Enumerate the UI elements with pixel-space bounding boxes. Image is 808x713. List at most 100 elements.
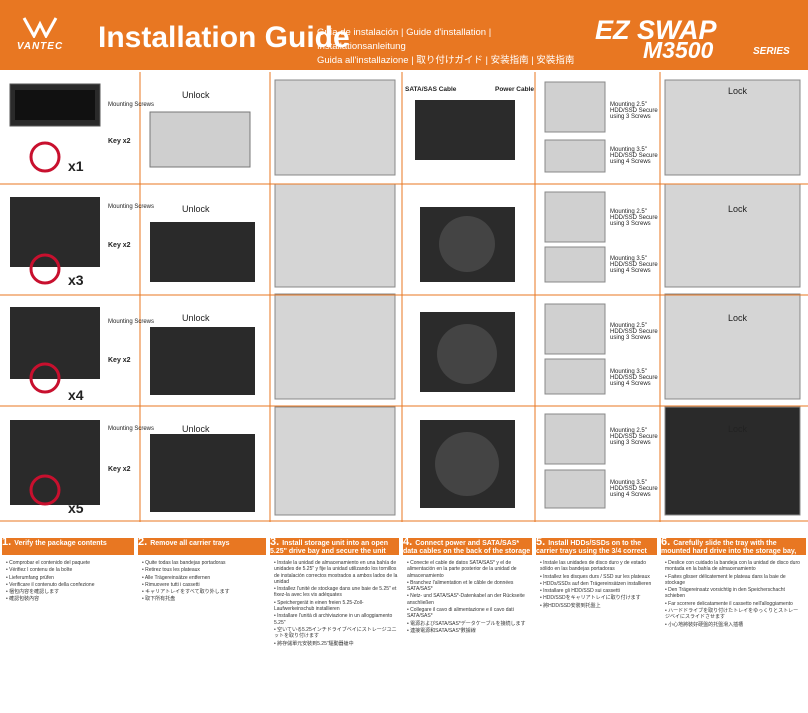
- step-line: • Instale la unidad de almacenamiento en…: [274, 560, 398, 585]
- screws-label: Mounting Screws: [108, 426, 155, 432]
- lang-title: Guía de instalación: [317, 27, 399, 38]
- step-line: • Collegare il cavo di alimentazione e i…: [407, 607, 514, 620]
- step-line: • Installare l'unità di archiviazione in…: [274, 613, 393, 626]
- step-line: • ハードドライブを取り付けたトレイをゆっくりとストレージベイにスライドさせます: [665, 608, 799, 621]
- step-title: Install HDDs/SSDs on to the carrier tray…: [536, 540, 647, 555]
- cable-illustrations: [29, 141, 61, 506]
- step-body: • Instale las unidades de disco duro y d…: [540, 560, 657, 610]
- step-line: • Alle Trägereinsätze entfernen: [142, 574, 211, 581]
- language-titles: Guía de instalación | Guide d'installati…: [317, 27, 575, 66]
- tray-image: [150, 327, 255, 395]
- step-header: 6.Carefully slide the tray with the moun…: [661, 538, 806, 555]
- screws-label: Mounting Screws: [108, 204, 155, 210]
- step-number: 5.: [536, 538, 546, 548]
- step-line: • Quite todas las bandejas portadoras: [142, 560, 226, 566]
- power-cable-label: Power Cable: [495, 86, 535, 93]
- step-line: • 取下所有托盘: [142, 596, 176, 603]
- step-number: 2.: [138, 538, 148, 548]
- step-number: 6.: [661, 538, 671, 548]
- step-line: • Installez l'unité de stockage dans une…: [274, 586, 397, 599]
- fan-image: [439, 216, 495, 272]
- step-line: • Retirez tous les plateaux: [142, 567, 200, 574]
- step-body: • Instale la unidad de almacenamiento en…: [274, 560, 399, 648]
- case-image-final: [664, 79, 801, 176]
- step-number: 4.: [403, 538, 413, 548]
- key-label: Key x2: [108, 242, 131, 249]
- case-image-final: [664, 406, 801, 516]
- mount35-label: Mounting 3.5" HDD/SSD Secure using 4 Scr…: [610, 369, 658, 387]
- screws-label: Mounting Screws: [108, 102, 155, 108]
- fan-image: [435, 432, 499, 496]
- illustration-grid: x1 Mounting Screws Key x2 Unlock SATA/SA…: [0, 72, 808, 522]
- row-3: x3 Mounting Screws Key x2 Unlock Mountin…: [0, 184, 808, 292]
- step-header: 2.Remove all carrier trays: [138, 538, 266, 555]
- step-line: • 確認包裝內容: [6, 596, 40, 603]
- mount25-label: Mounting 2.5" HDD/SSD Secure using 3 Scr…: [610, 323, 658, 341]
- step-title: Remove all carrier trays: [150, 540, 230, 547]
- page-title: Installation Guide: [98, 21, 350, 54]
- carrier-tray-35: [544, 246, 606, 283]
- step-line: • 梱包内容を確認します: [6, 589, 60, 596]
- fan-image: [437, 324, 497, 384]
- back-panel-image: [415, 100, 515, 160]
- step-header: 3.Install storage unit into an open 5.25…: [270, 538, 399, 555]
- tray-image: [150, 222, 255, 282]
- step-line: • Conecte el cable de datos SATA/SAS* y …: [407, 560, 517, 579]
- count-label: x4: [68, 387, 84, 403]
- step-number: 1.: [2, 538, 12, 548]
- mount35-label: Mounting 3.5" HDD/SSD Secure using 4 Scr…: [610, 480, 658, 498]
- step-line: • Faites glisser délicatement le plateau…: [665, 573, 786, 586]
- lang-title: 取り付けガイド: [416, 55, 483, 66]
- carrier-tray-35: [544, 139, 606, 173]
- step-line: • 連接電源和SATA/SAS*數據線: [407, 627, 476, 634]
- step-line: • Rimuovere tutti i cassetti: [142, 581, 200, 588]
- carrier-tray-25: [544, 303, 606, 355]
- lang-title: 安装指南: [490, 55, 529, 66]
- step-number: 3.: [270, 538, 280, 548]
- mount25-label: Mounting 2.5" HDD/SSD Secure using 3 Scr…: [610, 102, 658, 120]
- case-image-final: [664, 293, 801, 400]
- step-line: • Lieferumfang prüfen: [6, 574, 54, 581]
- lang-title: Guida all'installazione: [317, 55, 409, 66]
- step-header: 1.Verify the package contents: [2, 538, 134, 555]
- unlock-label: Unlock: [182, 313, 210, 323]
- carrier-tray-25: [544, 81, 606, 133]
- key-label: Key x2: [108, 357, 131, 364]
- step-line: • Vérifiez l contenu de la boîte: [6, 567, 73, 574]
- lock-label: Lock: [728, 204, 748, 214]
- step-line: • Speichergerät in einen freien 5.25-Zol…: [274, 599, 364, 613]
- step-title: Verify the package contents: [14, 540, 107, 547]
- unlock-label: Unlock: [182, 424, 210, 434]
- step-line: • Netz- und SATA/SAS*-Datenkabel an der …: [407, 593, 525, 606]
- product-line1: EZ SWAP: [595, 15, 717, 45]
- screws-label: Mounting Screws: [108, 319, 155, 325]
- step-line: • 空いている5.25インチドライブベイにストレージユニットを取り付けます: [274, 626, 397, 640]
- illustration-svg: [0, 72, 808, 522]
- mount35-label: Mounting 3.5" HDD/SSD Secure using 4 Scr…: [610, 147, 658, 165]
- case-image: [274, 79, 396, 176]
- count-label: x1: [68, 158, 84, 174]
- carrier-tray-25: [544, 191, 606, 243]
- case-image: [274, 293, 396, 400]
- lang-title: 安裝指南: [536, 55, 575, 66]
- lock-label: Lock: [728, 86, 748, 96]
- step-line: • 小心地將裝好硬盤的托盤滑入插槽: [665, 621, 744, 628]
- tray-image: [149, 111, 251, 168]
- step-header: 4.Connect power and SATA/SAS* data cable…: [403, 538, 532, 555]
- tray-image: [150, 434, 255, 512]
- step-line: • キャリアトレイをすべて取り外します: [142, 589, 230, 596]
- step-line: • HDD/SSDをキャリアトレイに取り付けます: [540, 595, 641, 602]
- step-line: • Installez les disques durs / SSD sur l…: [540, 573, 650, 580]
- mount25-label: Mounting 2.5" HDD/SSD Secure using 3 Scr…: [610, 428, 658, 446]
- row-5: x5 Mounting Screws Key x2 Unlock Mountin…: [0, 406, 808, 516]
- step-title: Connect power and SATA/SAS* data cables …: [403, 540, 531, 555]
- step-line: • 電源およびSATA/SAS*データケーブルを接続します: [407, 620, 526, 627]
- step-line: • Branchez l'alimentation et le câble de…: [407, 579, 514, 593]
- enclosure-image: [10, 197, 100, 267]
- step-line: • Installare gli HDD/SSD sui cassetti: [540, 588, 620, 595]
- step-body: • Quite todas las bandejas portadoras • …: [142, 560, 266, 604]
- lang-title: Installationsanleitung: [317, 41, 406, 52]
- carrier-tray-35: [544, 469, 606, 509]
- step-title: Install storage unit into an open 5.25" …: [270, 540, 388, 555]
- unlock-label: Unlock: [182, 204, 210, 214]
